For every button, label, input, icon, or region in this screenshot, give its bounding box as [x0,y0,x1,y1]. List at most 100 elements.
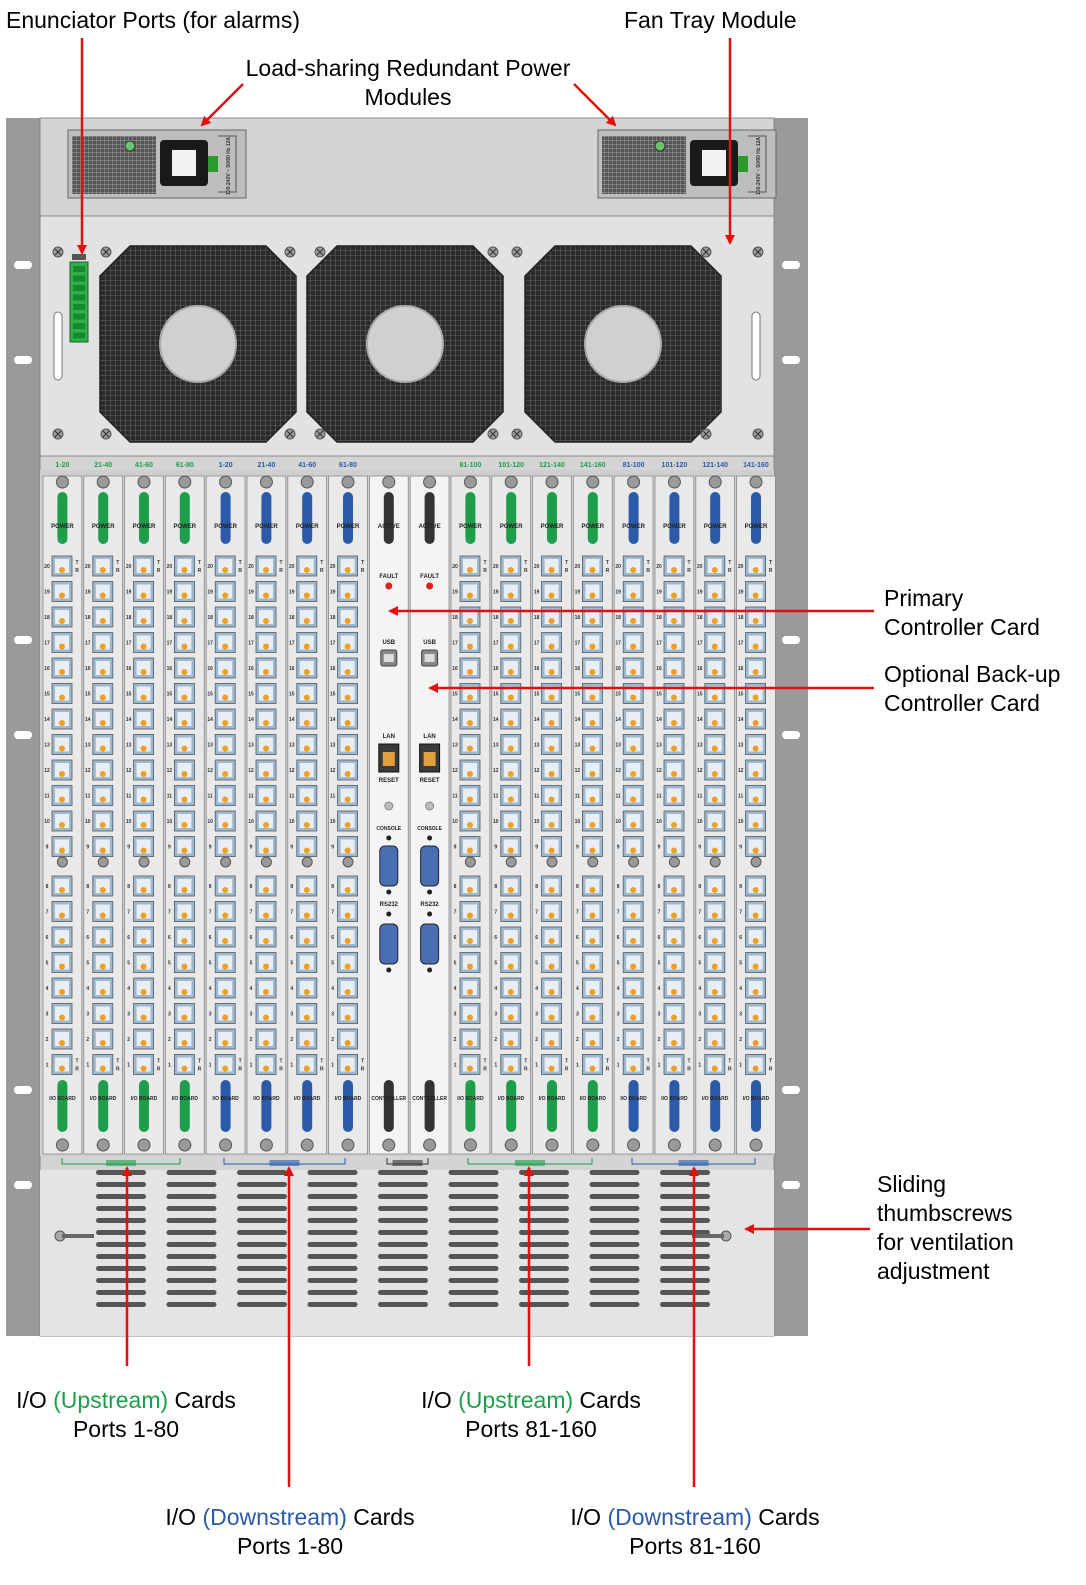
card-bottom-label: I/O BOARD [172,1096,199,1102]
card-header-label: 21-40 [94,462,112,469]
port-number: 12 [289,768,295,774]
port-led [181,720,188,726]
port-led [589,1014,596,1021]
sfp-port: 9 [739,836,766,857]
port-led [711,618,718,624]
vent-slot [378,1242,428,1247]
port-led [303,822,310,828]
fan-screw-icon [700,246,712,258]
connector-screw [386,967,392,973]
port-led [548,745,555,752]
rx-label: R [524,1067,528,1073]
port-number: 4 [658,986,661,992]
sfp-port: 4 [658,977,685,999]
port-led [467,1040,473,1046]
card-group-marker [392,1160,423,1166]
port-led [303,592,310,599]
rail-slot [14,1086,32,1094]
port-led [59,745,65,752]
port-number: 7 [86,910,89,916]
psu-led [124,140,136,152]
port-number: 12 [207,768,213,774]
port-led [630,912,637,919]
sfp-port: 6 [86,926,114,948]
label-sliding-line2: thumbscrews [877,1200,1013,1226]
port-number: 7 [331,910,334,916]
reset-label: RESET [420,778,440,784]
port-led [548,989,555,995]
tx-label: T [687,560,690,566]
port-led [59,1014,65,1021]
port-led [303,771,310,777]
port-number: 8 [86,884,89,890]
port-led [99,720,106,726]
sfp-port: 1TR [658,1054,691,1075]
sfp-port: 11 [330,785,359,806]
port-led [222,771,229,777]
port-number: 15 [167,692,173,698]
vent-slot [448,1302,499,1307]
port-number: 20 [207,564,213,570]
port-led [59,720,65,726]
vent-slot [307,1170,358,1175]
vent-slot [448,1242,499,1247]
port-number: 9 [127,845,130,851]
rx-label: R [606,1067,610,1073]
port-number: 16 [248,666,254,672]
port-led [671,989,677,995]
sfp-port: 11 [85,785,114,806]
port-number: 18 [493,615,499,621]
sfp-port: 13 [738,734,766,755]
port-led [671,771,677,777]
port-number: 1 [331,1063,334,1069]
port-number: 8 [331,884,334,890]
vent-slot [378,1302,428,1307]
port-number: 5 [739,961,742,967]
port-number: 16 [575,666,581,672]
port-number: 3 [86,1012,89,1018]
port-led [99,847,106,854]
port-number: 19 [207,590,213,596]
vent-slot [589,1206,640,1211]
port-led [222,847,229,854]
port-led [140,989,147,995]
port-number: 18 [44,615,50,621]
port-led [99,1065,106,1072]
vent-slot [237,1194,287,1199]
port-led [589,567,596,573]
sfp-port: 18 [289,606,318,628]
fan-screw-icon [100,428,112,440]
sfp-port: 13 [493,734,522,755]
sfp-port: 12 [575,759,603,781]
vent-slot [237,1278,287,1283]
sfp-port: 9 [209,836,236,857]
port-number: 9 [576,845,579,851]
port-number: 1 [46,1063,49,1069]
sfp-port: 14 [493,708,522,730]
rx-label: R [116,568,120,574]
port-led [467,669,473,675]
port-led [589,887,596,893]
port-led [181,963,188,970]
tx-label: T [198,560,201,566]
psu-right: 100-240V ~ 50/60 Hz 12A [597,129,777,199]
port-number: 9 [331,845,334,851]
card-ejector-bottom [139,1080,149,1132]
port-number: 3 [739,1012,742,1018]
card-header-label: 1-20 [219,462,233,469]
sfp-port: 19 [534,581,562,602]
fan-screw-icon [314,246,326,258]
port-led [99,643,106,650]
ventilation-panel [40,1170,774,1336]
port-number: 12 [697,768,703,774]
port-number: 18 [697,615,703,621]
card-ejector-bottom [424,1080,435,1132]
card-screw-icon [586,1138,600,1152]
vent-slot [660,1266,710,1271]
port-number: 9 [617,845,620,851]
sfp-port: 17 [656,632,685,653]
port-led [99,963,106,970]
